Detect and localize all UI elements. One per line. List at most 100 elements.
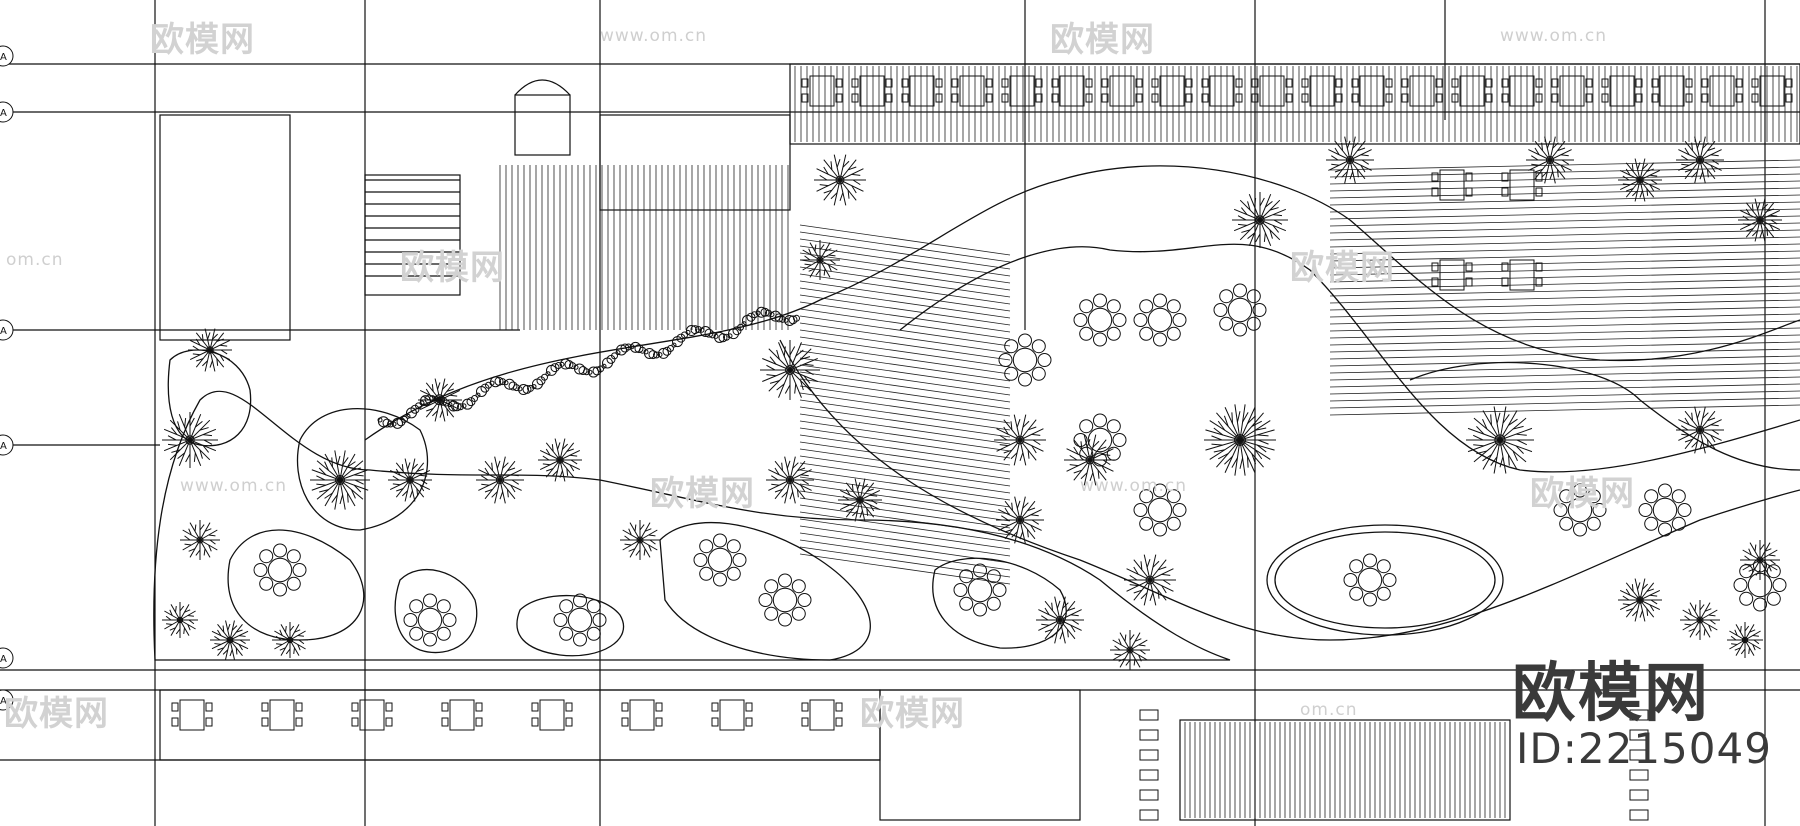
table [809, 699, 835, 731]
tree-twig [1691, 142, 1694, 151]
table [1759, 75, 1785, 107]
chair [1401, 93, 1409, 103]
tree-twig [1490, 414, 1492, 426]
tree-twig [1632, 610, 1638, 617]
tree-twig [1129, 634, 1135, 641]
chair [1685, 78, 1693, 88]
table-set [1251, 75, 1293, 107]
groundcover-dot [448, 400, 459, 412]
tree-twig [1157, 590, 1160, 599]
shrub-petal [423, 632, 437, 647]
tree-twig [231, 625, 238, 631]
tree-branch [774, 460, 791, 481]
shrub-petal [286, 549, 301, 564]
planting-bed [659, 522, 871, 661]
groundcover-dot [667, 344, 674, 352]
tree-branch [225, 620, 231, 641]
tree-twig [1011, 531, 1018, 538]
axis-bubble: A [0, 319, 14, 341]
tree-twig [1269, 229, 1273, 239]
tree-twig [1764, 548, 1772, 552]
hatch-line [1329, 187, 1800, 199]
tree-twig [1357, 147, 1366, 152]
tree-symbol [188, 328, 232, 372]
tree-twig [1102, 459, 1111, 466]
tree-twig [419, 484, 425, 492]
hatch-line [799, 350, 1011, 382]
tree-symbol [1618, 158, 1662, 202]
chair [1201, 93, 1209, 103]
tree-twig [1062, 602, 1069, 609]
shrub-petal [693, 553, 708, 567]
tree-twig [419, 474, 428, 477]
tree-twig [1334, 147, 1340, 156]
tree-symbol [800, 240, 840, 280]
tree-twig [1740, 626, 1742, 633]
table-set [1051, 75, 1093, 107]
chair [655, 702, 663, 712]
tree-twig [412, 463, 418, 470]
shrub-petal [442, 613, 457, 627]
tree-symbol [162, 412, 218, 468]
tree-twig [1770, 219, 1778, 225]
tree-branch [209, 349, 231, 360]
table [959, 75, 985, 107]
hatch-line [799, 441, 1011, 473]
shrub-petal [292, 563, 307, 577]
parked-car [1139, 789, 1159, 801]
shrub-petal [1166, 299, 1181, 314]
table-set [171, 699, 213, 731]
tree-twig [851, 484, 854, 492]
shrub-petal [586, 626, 601, 641]
chair [851, 93, 859, 103]
tree-twig [1051, 602, 1054, 611]
tree-twig [801, 479, 809, 485]
tree-twig [187, 615, 194, 617]
tree-branch [1004, 500, 1021, 521]
table [1509, 169, 1535, 201]
tree-branch [1699, 429, 1716, 450]
tree-twig [1149, 592, 1154, 601]
shrub-petal [992, 583, 1007, 597]
shrub-petal [973, 563, 987, 578]
shrub-petal [959, 569, 974, 584]
tree-twig [766, 374, 777, 377]
tree-twig [804, 369, 814, 376]
tree-twig [1625, 588, 1631, 596]
tree-twig [1502, 414, 1510, 424]
hatch-line [799, 322, 1011, 354]
parked-car [1139, 729, 1159, 741]
shrub-petal [1753, 597, 1767, 612]
shrub-center [1012, 347, 1038, 373]
tree-twig [214, 636, 221, 641]
tree-branch [1499, 410, 1518, 441]
tree-twig [1027, 450, 1030, 459]
tree-twig [432, 410, 438, 417]
shrub-petal [1573, 522, 1587, 537]
tree-twig [1356, 169, 1359, 178]
tree-twig [189, 417, 195, 427]
shrub-center [1147, 307, 1173, 333]
axis-bubble-label: A [0, 52, 7, 63]
shrub-symbol [1213, 283, 1267, 337]
groundcover-dot [387, 420, 394, 428]
hatch-line [799, 343, 1011, 375]
tree-twig [1070, 624, 1076, 633]
hatch-line [799, 238, 1011, 270]
tree-twig [551, 444, 554, 452]
tree-twig [207, 332, 211, 340]
tree-twig [238, 644, 243, 651]
tree-twig [1476, 426, 1485, 435]
tree-twig [1118, 658, 1126, 662]
tree-twig [797, 467, 806, 472]
tree-twig [184, 543, 192, 546]
tree-symbol [838, 478, 882, 522]
tree-twig [431, 384, 434, 392]
chair [1501, 93, 1509, 103]
hatch-line [799, 448, 1011, 480]
tree-branch [1744, 639, 1755, 656]
chair [801, 702, 809, 712]
shrub-petal [1382, 573, 1397, 587]
watermark-url-3: om.cn [6, 250, 64, 270]
tree-symbol [1036, 596, 1084, 644]
